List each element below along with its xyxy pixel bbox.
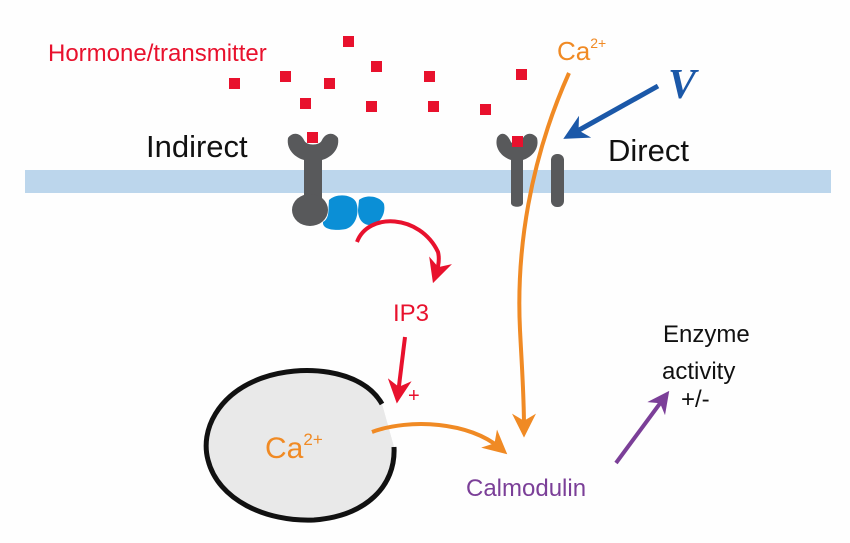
voltage-gated-channel-icon	[551, 154, 564, 207]
calcium-influx-arrow	[511, 72, 571, 438]
calmodulin-label: Calmodulin	[466, 475, 586, 502]
ligand-icon	[343, 36, 354, 47]
cell-membrane	[25, 170, 831, 193]
store-calcium-label: Ca2+	[265, 430, 323, 465]
indirect-label: Indirect	[146, 129, 248, 164]
calmodulin-to-enzyme-arrow	[614, 390, 670, 465]
ionotropic-receptor-icon	[496, 133, 538, 207]
ip3-to-store-arrow	[387, 336, 412, 404]
voltage-label: V	[668, 62, 699, 108]
ligand-icon	[324, 78, 335, 89]
ligand-molecules	[229, 36, 527, 115]
calcium-store-icon	[203, 368, 397, 523]
ip3-label: IP3	[393, 300, 429, 327]
g-protein-icon	[322, 195, 385, 230]
hormone-label: Hormone/transmitter	[48, 40, 267, 67]
ligand-icon	[229, 78, 240, 89]
ligand-icon	[366, 101, 377, 112]
bound-ligand-icon	[307, 132, 318, 143]
bound-ligand-icon	[512, 136, 523, 147]
store-release-arrow	[371, 422, 508, 455]
ligand-icon	[280, 71, 291, 82]
ligand-icon	[480, 104, 491, 115]
ligand-icon	[424, 71, 435, 82]
ip3-production-arrow	[355, 219, 452, 284]
ligand-icon	[300, 98, 311, 109]
gpcr-receptor-icon	[287, 133, 339, 226]
direct-label: Direct	[608, 133, 689, 168]
ligand-icon	[516, 69, 527, 80]
voltage-arrow	[563, 83, 660, 139]
extracellular-calcium-label: Ca2+	[557, 35, 606, 66]
enzyme-activity-label: Enzyme activity +/-	[662, 321, 756, 413]
ligand-icon	[428, 101, 439, 112]
plus-sign: +	[408, 385, 420, 407]
ligand-icon	[371, 61, 382, 72]
